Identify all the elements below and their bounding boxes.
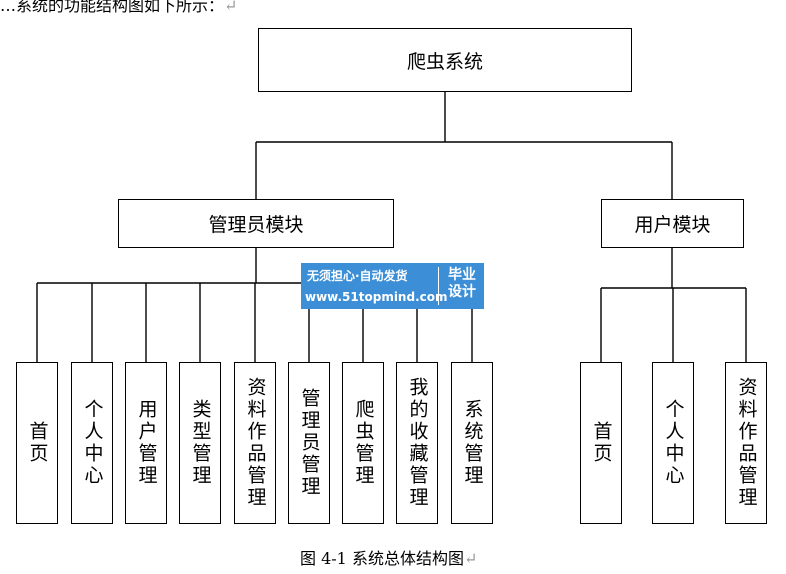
admin-child-node: 首页: [16, 362, 58, 524]
user-child-node: 资料作品管理: [725, 362, 767, 524]
watermark-badge: 毕业设计: [448, 267, 476, 300]
admin-module-node: 管理员模块: [118, 199, 394, 248]
admin-module-label: 管理员模块: [208, 214, 304, 236]
user-child-label: 首页: [590, 421, 613, 465]
admin-child-label: 个人中心: [81, 399, 104, 487]
admin-child-node: 资料作品管理: [234, 362, 276, 524]
root-label: 爬虫系统: [406, 50, 483, 73]
watermark-slogan: 无须担心·自动发货: [307, 269, 408, 283]
user-module-node: 用户模块: [601, 199, 744, 248]
admin-child-label: 系统管理: [461, 399, 484, 487]
figure-caption: 图 4-1 系统总体结构图↵: [300, 549, 478, 568]
admin-child-node: 我的收藏管理: [396, 362, 438, 524]
intro-text: …系统的功能结构图如下所示：↵: [0, 0, 238, 15]
user-module-label: 用户模块: [634, 214, 711, 236]
root-node: 爬虫系统: [258, 28, 632, 92]
admin-child-label: 资料作品管理: [244, 377, 267, 509]
admin-child-label: 类型管理: [189, 399, 212, 487]
admin-child-label: 首页: [26, 421, 49, 465]
admin-child-label: 爬虫管理: [352, 399, 375, 487]
admin-child-node: 爬虫管理: [342, 362, 384, 524]
user-child-label: 资料作品管理: [735, 377, 758, 509]
admin-child-label: 用户管理: [135, 399, 158, 487]
admin-child-node: 个人中心: [71, 362, 113, 524]
admin-child-node: 用户管理: [125, 362, 167, 524]
user-child-label: 个人中心: [662, 399, 685, 487]
admin-child-label: 我的收藏管理: [406, 377, 429, 509]
watermark-banner: 无须担心·自动发货 www.51topmind.com 毕业设计: [301, 263, 484, 309]
admin-child-label: 管理员管理: [298, 388, 321, 498]
user-child-node: 个人中心: [652, 362, 694, 524]
watermark-divider: [438, 267, 439, 305]
watermark-url: www.51topmind.com: [305, 290, 448, 304]
admin-child-node: 管理员管理: [288, 362, 330, 524]
admin-child-node: 系统管理: [451, 362, 493, 524]
user-child-node: 首页: [580, 362, 622, 524]
admin-child-node: 类型管理: [179, 362, 221, 524]
